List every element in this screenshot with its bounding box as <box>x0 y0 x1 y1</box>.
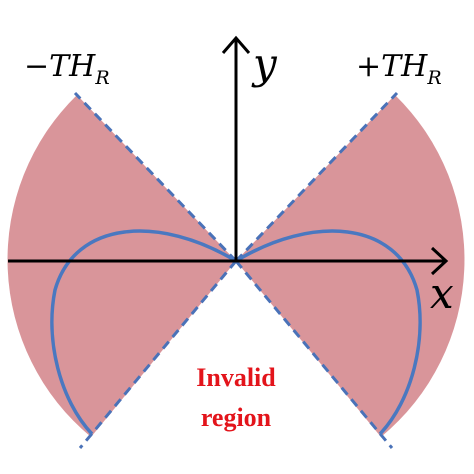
y-axis-label: y <box>251 39 278 88</box>
left-threshold-main: −TH <box>24 49 96 84</box>
right-threshold-main: +TH <box>356 49 428 84</box>
y-axis-arrowhead <box>221 35 251 54</box>
right-curve <box>235 229 422 436</box>
left-curve <box>50 229 237 436</box>
invalid-region-label-line1: Invalid <box>196 363 276 392</box>
right-threshold-dashed-line <box>234 91 399 263</box>
right-threshold-subscript: R <box>426 67 441 89</box>
lower-left-dashed-line <box>78 260 238 449</box>
left-threshold-subscript: R <box>94 67 109 89</box>
right-valid-sector <box>236 95 465 437</box>
right-threshold-label: +THR <box>356 49 442 89</box>
left-valid-sector <box>7 95 237 437</box>
x-axis-arrowhead <box>430 246 449 276</box>
invalid-region-label-line2: region <box>201 403 272 432</box>
x-axis-label: x <box>430 269 454 318</box>
left-threshold-dashed-line <box>73 91 238 263</box>
lower-right-dashed-line <box>234 260 394 449</box>
left-threshold-label: −THR <box>24 49 110 89</box>
